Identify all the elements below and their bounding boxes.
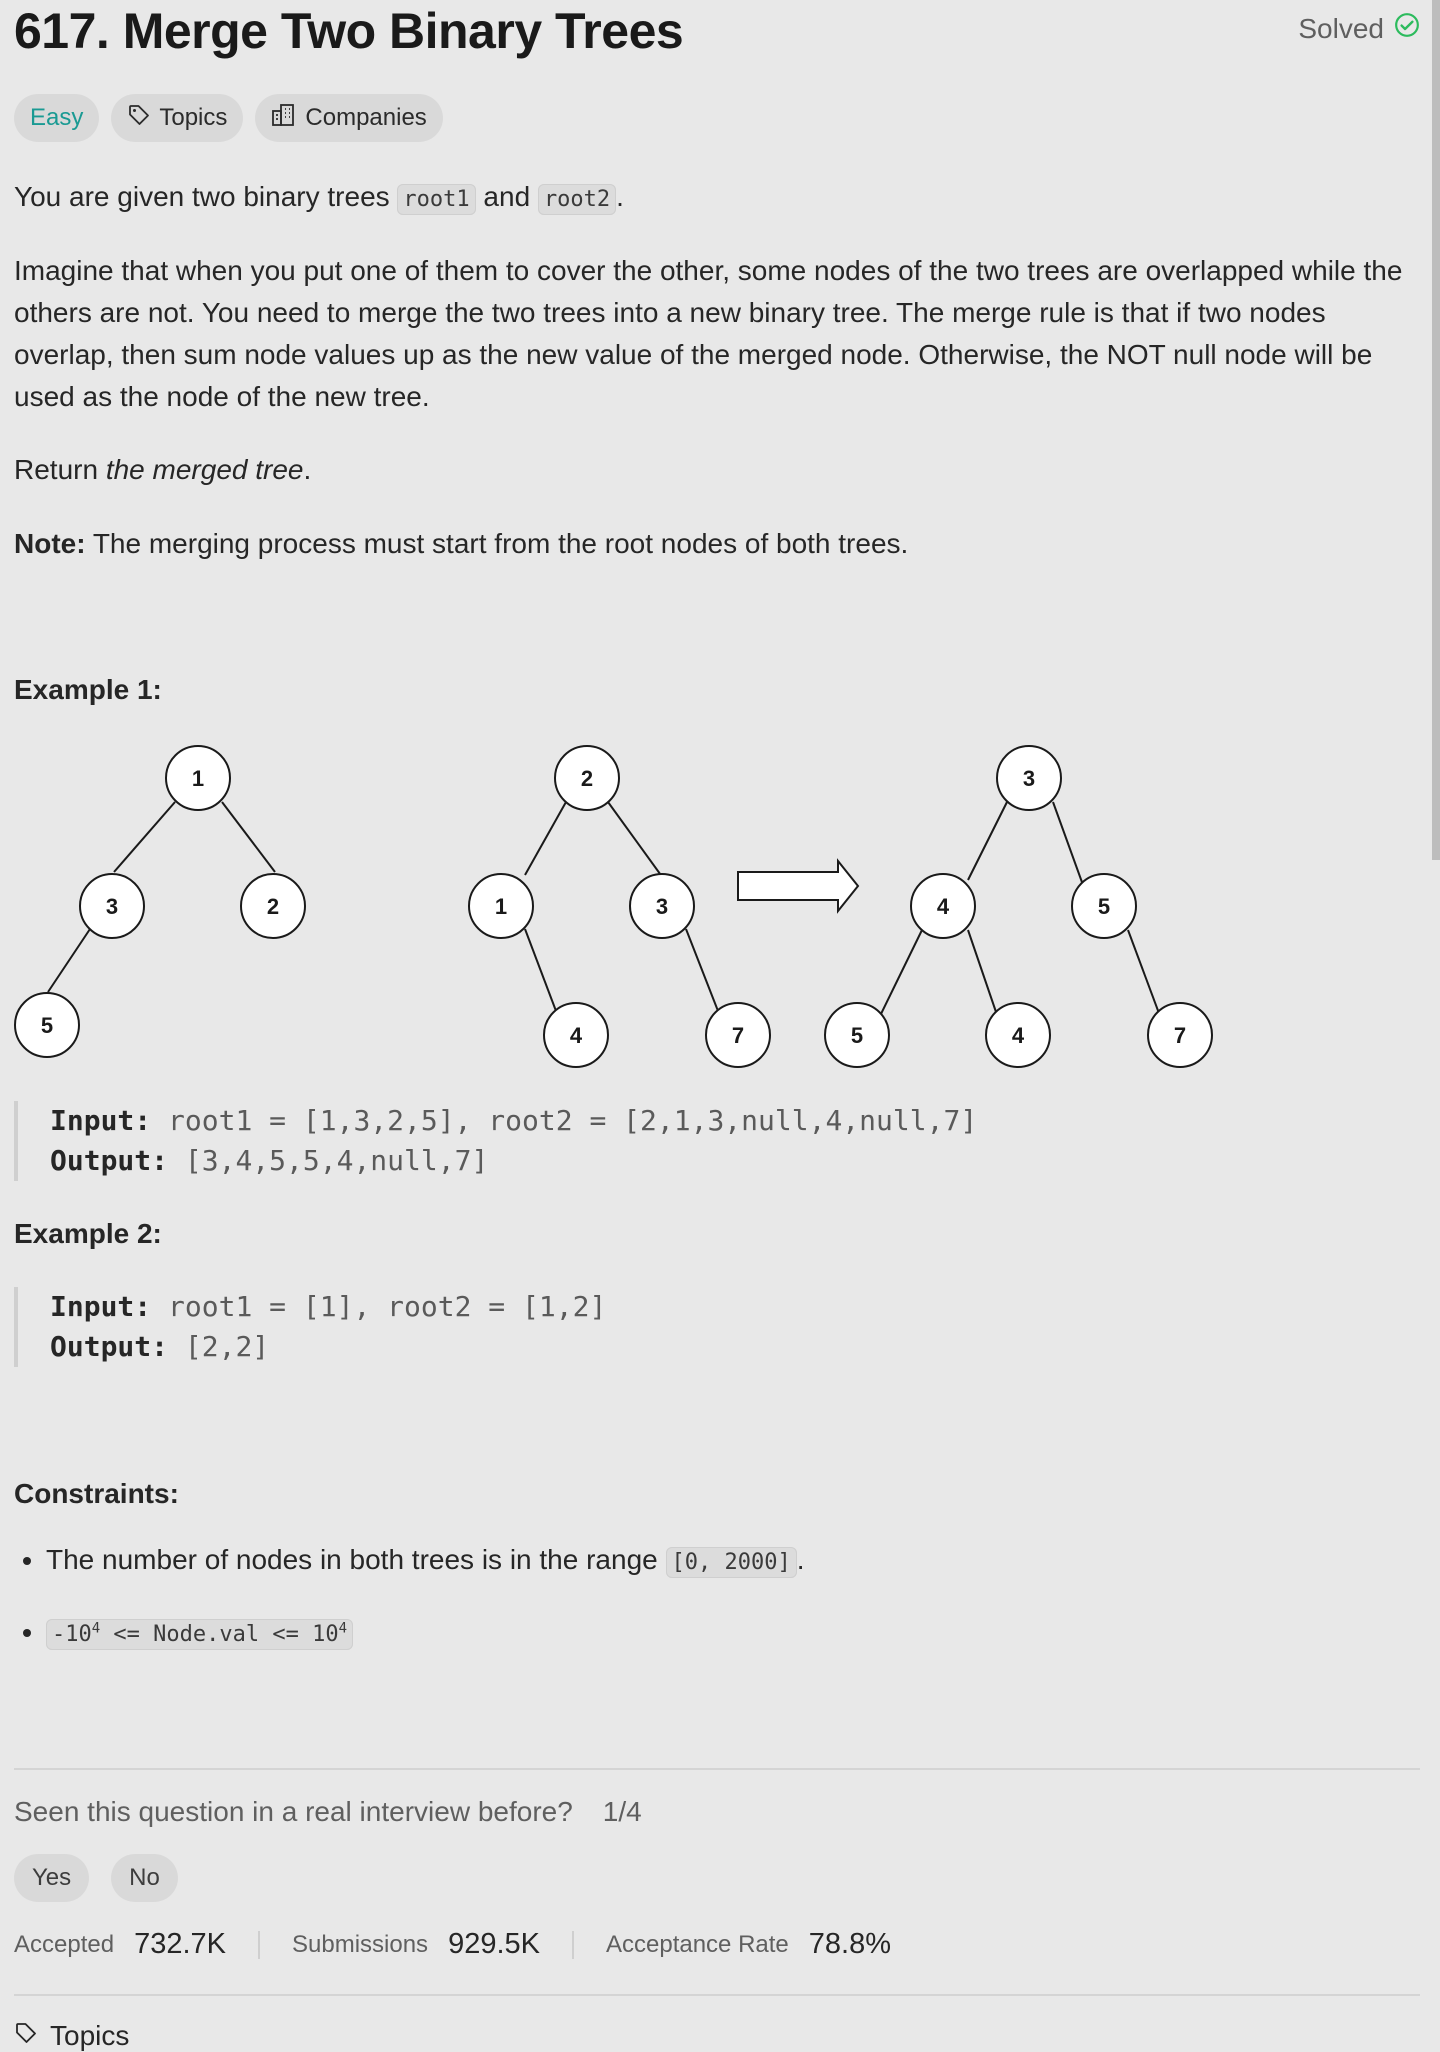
code-root1: root1: [397, 184, 476, 215]
example1-tree-diagram: 1 3 2 5 2 1 3 4 7 3 4 5 5 4 7: [14, 745, 1213, 1068]
constraint-item: The number of nodes in both trees is in …: [46, 1540, 805, 1583]
note-label: Note:: [14, 528, 86, 559]
interview-question: Seen this question in a real interview b…: [14, 1796, 642, 1828]
interview-question-text: Seen this question in a real interview b…: [14, 1796, 573, 1827]
difficulty-badge[interactable]: Easy: [14, 94, 100, 142]
tree1-node-left-left: 5: [41, 1013, 53, 1038]
tree2-node-left-right: 4: [570, 1023, 583, 1048]
topics-section-label: Topics: [50, 2020, 130, 2051]
intro-and: and: [475, 181, 538, 212]
stats-separator: [258, 1930, 260, 1959]
description-note: Note: The merging process must start fro…: [14, 523, 1420, 565]
solved-status: Solved: [1298, 12, 1420, 45]
scrollbar[interactable]: [1432, 0, 1440, 860]
topics-label: Topics: [159, 104, 228, 131]
example1-input: Input: root1 = [1,3,2,5], root2 = [2,1,3…: [50, 1101, 977, 1141]
input-label: Input:: [50, 1290, 152, 1323]
companies-label: Companies: [305, 104, 427, 131]
intro-text: You are given two binary trees: [14, 181, 398, 212]
tree1-node-left: 3: [106, 894, 118, 919]
description-rule: Imagine that when you put one of them to…: [14, 255, 1403, 412]
merged-node-left: 4: [937, 894, 950, 919]
example1-block: Input: root1 = [1,3,2,5], root2 = [2,1,3…: [14, 1101, 977, 1181]
topics-button[interactable]: Topics: [111, 94, 244, 142]
stats-row: Accepted 732.7K Submissions 929.5K Accep…: [14, 1928, 891, 1961]
stats-separator: [571, 1930, 574, 1959]
example2-input: Input: root1 = [1], root2 = [1,2]: [50, 1287, 606, 1327]
divider: [14, 1768, 1420, 1770]
tree2-node-root: 2: [581, 766, 593, 791]
return-text: Return: [14, 454, 106, 485]
example1-output: Output: [3,4,5,5,4,null,7]: [50, 1141, 977, 1181]
problem-title[interactable]: 617. Merge Two Binary Trees: [14, 3, 684, 59]
tag-row: Easy Topics Companies: [14, 94, 443, 142]
tree1-node-right: 2: [267, 894, 279, 919]
constraint-item: -104 <= Node.val <= 104: [46, 1609, 805, 1655]
output-value: [3,4,5,5,4,null,7]: [168, 1144, 489, 1177]
yes-button[interactable]: Yes: [14, 1854, 90, 1902]
intro-period: .: [616, 181, 624, 212]
constraints-list: The number of nodes in both trees is in …: [14, 1540, 805, 1681]
output-label: Output:: [50, 1330, 169, 1363]
constraints-heading: Constraints:: [14, 1478, 179, 1509]
submissions-label: Submissions: [292, 1930, 429, 1958]
output-label: Output:: [50, 1144, 169, 1177]
input-value: root1 = [1], root2 = [1,2]: [151, 1290, 607, 1323]
tree2-node-right: 3: [656, 894, 668, 919]
solved-label: Solved: [1298, 12, 1384, 44]
tree2-node-right-right: 7: [732, 1023, 744, 1048]
tag-icon: [14, 2020, 38, 2052]
check-circle-icon: [1394, 12, 1420, 45]
example1-heading: Example 1:: [14, 674, 162, 705]
tree1-node-root: 1: [192, 766, 204, 791]
accepted-value: 732.7K: [134, 1928, 226, 1960]
tree2-node-left: 1: [495, 894, 507, 919]
example2-heading: Example 2:: [14, 1218, 162, 1249]
acceptance-rate-value: 78.8%: [808, 1928, 891, 1960]
code-root2: root2: [537, 184, 617, 215]
example2-output: Output: [2,2]: [50, 1327, 606, 1367]
header: 617. Merge Two Binary Trees Solved: [14, 0, 1420, 60]
constraint-text: The number of nodes in both trees is in …: [46, 1544, 666, 1575]
return-emphasis: the merged tree: [105, 454, 304, 485]
merged-node-right: 5: [1098, 894, 1110, 919]
input-value: root1 = [1,3,2,5], root2 = [2,1,3,null,4…: [151, 1104, 978, 1137]
merged-node-left-left: 5: [851, 1023, 863, 1048]
merged-node-left-right: 4: [1012, 1023, 1025, 1048]
acceptance-rate-label: Acceptance Rate: [605, 1930, 789, 1958]
return-period: .: [303, 454, 312, 485]
note-text: The merging process must start from the …: [85, 528, 909, 559]
accepted-label: Accepted: [14, 1930, 115, 1958]
merged-node-root: 3: [1023, 766, 1035, 791]
output-value: [2,2]: [168, 1330, 270, 1363]
topics-section-header[interactable]: Topics: [14, 2020, 129, 2052]
input-label: Input:: [50, 1104, 152, 1137]
constraint-code: [0, 2000]: [665, 1547, 797, 1578]
example2-block: Input: root1 = [1], root2 = [1,2] Output…: [14, 1287, 606, 1367]
description-return: Return the merged tree.: [14, 449, 1420, 491]
merged-node-right-right: 7: [1174, 1023, 1186, 1048]
description-intro: You are given two binary trees root1 and…: [14, 176, 1420, 221]
constraint-period: .: [796, 1544, 805, 1575]
tag-icon: [127, 103, 151, 134]
companies-button[interactable]: Companies: [255, 94, 443, 142]
constraint-code: -104 <= Node.val <= 104: [46, 1619, 354, 1651]
divider: [14, 1994, 1420, 1996]
interview-count: 1/4: [602, 1796, 642, 1827]
interview-answer-row: Yes No: [14, 1854, 178, 1902]
no-button[interactable]: No: [111, 1854, 178, 1902]
building-icon: [271, 103, 297, 134]
submissions-value: 929.5K: [448, 1928, 540, 1960]
